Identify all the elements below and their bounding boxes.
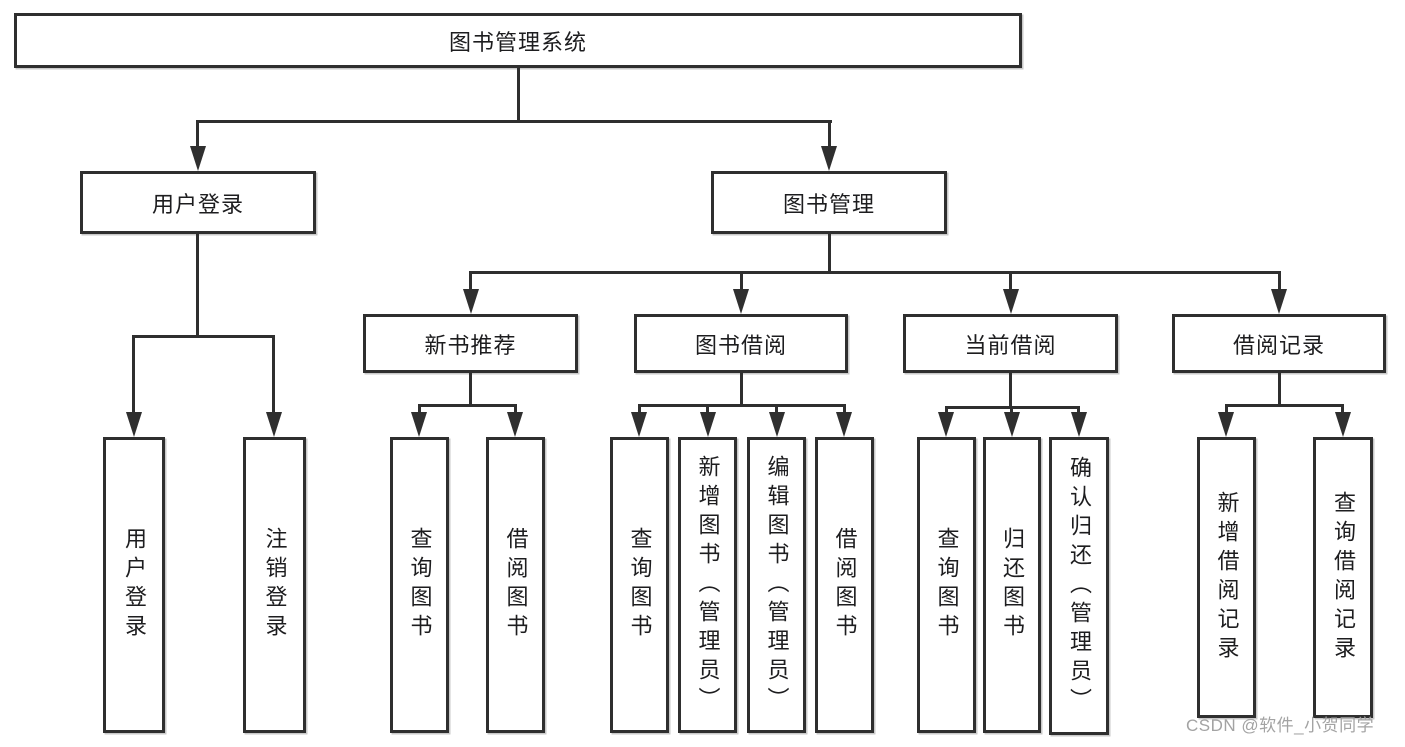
connector-line	[739, 373, 743, 407]
leaf-confirm-return-admin: 确认归还（管理员）	[1049, 437, 1109, 735]
connector-line	[1224, 407, 1228, 414]
connector-line	[469, 274, 472, 290]
leaf-add-borrow-record: 新增借阅记录	[1197, 437, 1256, 718]
connector-line	[827, 234, 831, 274]
connector-line	[469, 373, 472, 407]
connector-line	[1224, 404, 1344, 407]
leaf-logout: 注销登录	[243, 437, 306, 733]
connector-line	[196, 123, 199, 148]
leaf-borrow-books: 借阅图书	[815, 437, 874, 733]
connector-arrowhead	[821, 146, 837, 171]
connector-line	[1010, 409, 1013, 414]
leaf-query-books-recommend: 查询图书	[390, 437, 449, 733]
leaf-query-books-borrowing: 查询图书	[610, 437, 669, 733]
connector-line	[1341, 407, 1344, 414]
leaf-query-borrow-record: 查询借阅记录	[1313, 437, 1373, 718]
connector-arrowhead	[125, 412, 142, 437]
connector-line	[1077, 409, 1080, 414]
connector-arrowhead	[507, 412, 523, 437]
connector-arrowhead	[265, 412, 282, 437]
connector-arrowhead	[1003, 412, 1020, 437]
connector-line	[272, 338, 275, 414]
connector-line	[706, 407, 709, 414]
connector-arrowhead	[1070, 412, 1087, 437]
connector-arrowhead	[1334, 412, 1351, 437]
node-borrowing-records: 借阅记录	[1172, 314, 1386, 373]
connector-line	[944, 406, 1080, 409]
node-book-management: 图书管理	[711, 171, 947, 234]
connector-line	[132, 335, 275, 338]
connector-line	[469, 271, 1281, 274]
connector-arrowhead	[189, 146, 206, 171]
connector-line	[637, 407, 641, 414]
connector-line	[1277, 274, 1281, 290]
leaf-borrow-books-recommend: 借阅图书	[486, 437, 545, 733]
leaf-user-login: 用户登录	[103, 437, 165, 733]
leaf-return-books: 归还图书	[983, 437, 1041, 733]
node-user-login: 用户登录	[80, 171, 316, 234]
connector-arrowhead	[768, 412, 785, 437]
connector-line	[1277, 373, 1281, 407]
connector-line	[196, 234, 199, 338]
connector-line	[513, 407, 517, 414]
connector-line	[1009, 274, 1012, 290]
connector-arrowhead	[1271, 289, 1287, 314]
connector-arrowhead	[733, 289, 749, 314]
node-book-borrowing: 图书借阅	[634, 314, 848, 373]
connector-line	[132, 338, 135, 414]
connector-arrowhead	[462, 289, 479, 314]
connector-line	[516, 68, 520, 123]
connector-arrowhead	[411, 412, 427, 437]
connector-line	[842, 407, 846, 414]
node-current-borrowing: 当前借阅	[903, 314, 1118, 373]
connector-arrowhead	[938, 412, 954, 437]
connector-arrowhead	[836, 412, 852, 437]
connector-line	[417, 407, 421, 414]
connector-arrowhead	[699, 412, 716, 437]
connector-line	[739, 274, 743, 290]
connector-line	[417, 404, 517, 407]
connector-line	[827, 123, 831, 148]
connector-line	[1008, 373, 1012, 409]
connector-line	[196, 120, 832, 123]
connector-arrowhead	[1218, 412, 1234, 437]
node-new-book-recommendation: 新书推荐	[363, 314, 578, 373]
connector-line	[637, 404, 846, 407]
node-library-system: 图书管理系统	[14, 13, 1022, 68]
connector-arrowhead	[631, 412, 647, 437]
leaf-add-books-admin: 新增图书（管理员）	[678, 437, 737, 733]
csdn-watermark: CSDN @软件_小贺同学	[1186, 716, 1375, 735]
connector-arrowhead	[1002, 289, 1019, 314]
connector-line	[944, 409, 948, 414]
connector-line	[775, 407, 778, 414]
leaf-query-books-current: 查询图书	[917, 437, 976, 733]
leaf-edit-books-admin: 编辑图书（管理员）	[747, 437, 806, 733]
